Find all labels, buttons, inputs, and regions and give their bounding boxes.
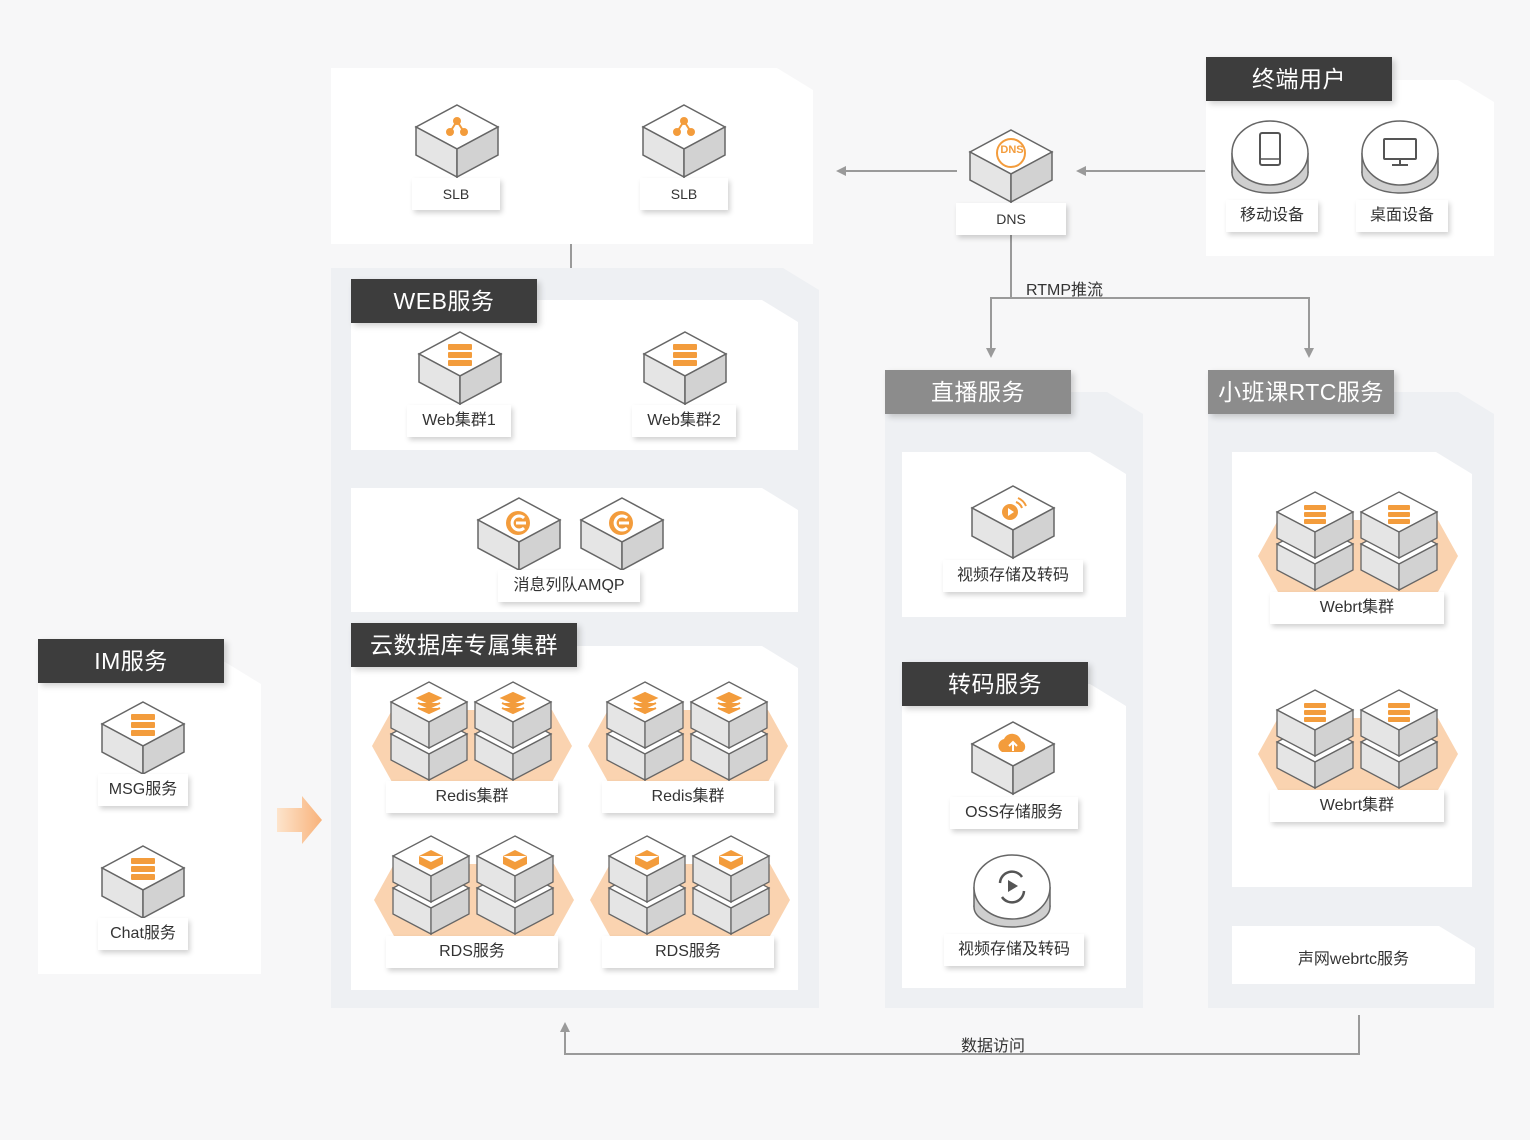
transcode-title: 转码服务 — [902, 662, 1088, 706]
msg-service-label: MSG服务 — [98, 774, 188, 806]
load-balancer-icon — [414, 104, 500, 179]
rtc-service-title: 小班课RTC服务 — [1208, 370, 1394, 414]
transcode-video-label: 视频存储及转码 — [944, 934, 1084, 966]
web-service-title: WEB服务 — [351, 279, 537, 323]
mobile-device-icon — [1231, 120, 1309, 194]
dns-label: DNS — [956, 203, 1066, 235]
live-video-label: 视频存储及转码 — [943, 560, 1083, 592]
message-queue-icon — [579, 497, 665, 572]
oss-storage-label: OSS存储服务 — [950, 797, 1078, 829]
mq-label: 消息列队AMQP — [498, 570, 640, 602]
slb-panel — [331, 68, 813, 244]
rds-cluster-icon — [590, 835, 790, 936]
agora-webrtc-label: 声网webrtc服务 — [1297, 951, 1410, 968]
server-icon — [100, 701, 186, 776]
dns-icon-text: DNS — [1000, 144, 1024, 156]
webrtc-cluster-icon — [1258, 491, 1458, 592]
slb-left-label: SLB — [412, 178, 500, 210]
rds1-label: RDS服务 — [386, 936, 558, 968]
redis1-label: Redis集群 — [386, 781, 558, 813]
load-balancer-icon — [641, 104, 727, 179]
arrow-data-access — [560, 1015, 1360, 1055]
slb-right-label: SLB — [640, 178, 728, 210]
redis-cluster-icon — [588, 681, 788, 782]
rds2-label: RDS服务 — [602, 936, 774, 968]
end-users-title: 终端用户 — [1206, 57, 1392, 101]
dns-icon — [968, 129, 1054, 204]
agora-webrtc-panel — [1232, 926, 1475, 984]
rtmp-label: RTMP推流 — [1026, 282, 1104, 299]
arrow-rtmp-branch-right — [991, 297, 1314, 358]
server-icon — [417, 331, 503, 406]
web-cluster1-label: Web集群1 — [407, 405, 511, 437]
live-service-title: 直播服务 — [885, 370, 1071, 414]
redis-cluster-icon — [372, 681, 572, 782]
chat-service-label: Chat服务 — [98, 918, 188, 950]
desktop-device-label: 桌面设备 — [1356, 200, 1448, 232]
message-queue-icon — [476, 497, 562, 572]
desktop-device-icon — [1361, 120, 1439, 194]
rtc-cluster2-label: Webrt集群 — [1270, 790, 1444, 822]
mobile-device-label: 移动设备 — [1226, 200, 1318, 232]
db-cluster-title: 云数据库专属集群 — [351, 623, 577, 667]
video-stream-icon — [970, 485, 1056, 560]
redis2-label: Redis集群 — [602, 781, 774, 813]
rtc-cluster1-label: Webrt集群 — [1270, 592, 1444, 624]
arrow-rtmp-branch — [986, 234, 1012, 358]
webrtc-cluster-icon — [1258, 689, 1458, 790]
im-service-title: IM服务 — [38, 639, 224, 683]
cloud-storage-icon — [970, 721, 1056, 796]
arrow-im-to-web — [277, 796, 322, 844]
web-cluster2-label: Web集群2 — [632, 405, 736, 437]
server-icon — [100, 845, 186, 920]
server-icon — [642, 331, 728, 406]
transcode-cycle-icon — [973, 854, 1051, 928]
rds-cluster-icon — [374, 835, 574, 936]
data-access-label: 数据访问 — [960, 1038, 1025, 1055]
